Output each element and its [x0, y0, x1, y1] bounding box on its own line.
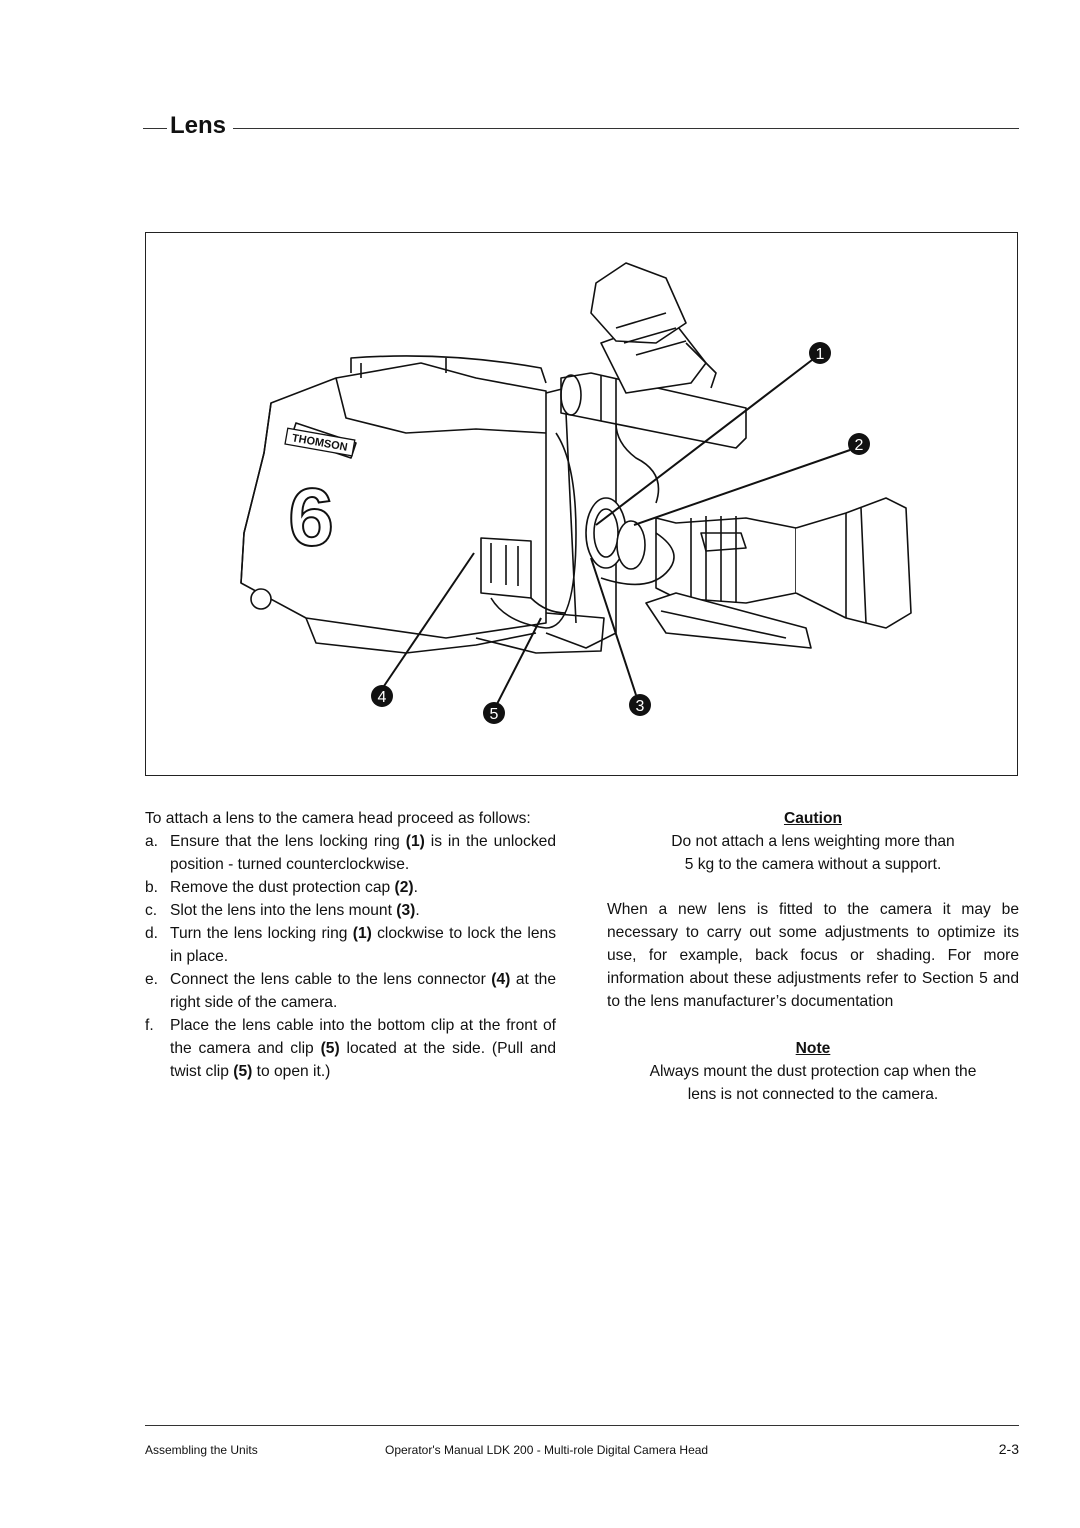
- note-line-2: lens is not connected to the camera.: [687, 1086, 939, 1103]
- callout-4: 4: [378, 689, 387, 706]
- step-label: b.: [145, 879, 159, 896]
- step-text: Turn the lens locking ring (1) clockwise…: [170, 925, 556, 965]
- section-title: Lens: [170, 112, 227, 139]
- callout-5: 5: [490, 706, 499, 723]
- camera-figure: THOMSON 6 1 2 3 4 5: [145, 232, 1018, 776]
- model-digit: 6: [288, 472, 334, 563]
- adjustments-paragraph: When a new lens is fitted to the camera …: [607, 901, 1019, 1010]
- step-label: a.: [145, 833, 159, 850]
- step-text: Slot the lens into the lens mount (3).: [170, 902, 420, 919]
- step-f: f. Place the lens cable into the bottom …: [145, 1014, 556, 1083]
- title-rule-left: [143, 128, 167, 129]
- intro-text: To attach a lens to the camera head proc…: [145, 810, 531, 827]
- caution-heading: Caution: [783, 810, 843, 827]
- step-c: c. Slot the lens into the lens mount (3)…: [145, 899, 556, 922]
- step-label: c.: [145, 902, 158, 919]
- step-a: a. Ensure that the lens locking ring (1)…: [145, 830, 556, 876]
- camera-illustration: THOMSON 6 1 2 3 4 5: [240, 262, 912, 724]
- footer-rule: [145, 1425, 1019, 1426]
- step-d: d. Turn the lens locking ring (1) clockw…: [145, 922, 556, 968]
- step-label: d.: [145, 925, 159, 942]
- notes-column: Caution Do not attach a lens weighting m…: [607, 807, 1019, 1106]
- caution-line-1: Do not attach a lens weighting more than: [671, 833, 955, 850]
- title-rule-right: [233, 128, 1019, 129]
- step-text: Ensure that the lens locking ring (1) is…: [170, 833, 556, 873]
- step-e: e. Connect the lens cable to the lens co…: [145, 968, 556, 1014]
- step-b: b. Remove the dust protection cap (2).: [145, 876, 556, 899]
- instructions-column: To attach a lens to the camera head proc…: [145, 807, 556, 1083]
- step-label: f.: [145, 1017, 154, 1034]
- note-line-1: Always mount the dust protection cap whe…: [649, 1063, 977, 1080]
- step-text: Connect the lens cable to the lens conne…: [170, 971, 556, 1011]
- callout-3: 3: [636, 698, 645, 715]
- note-heading: Note: [795, 1040, 831, 1057]
- footer-manual-title: Operator's Manual LDK 200 - Multi-role D…: [385, 1443, 709, 1457]
- footer-section: Assembling the Units: [145, 1443, 258, 1457]
- page-number: 2-3: [998, 1441, 1019, 1457]
- step-text: Remove the dust protection cap (2).: [170, 879, 418, 896]
- step-text: Place the lens cable into the bottom cli…: [170, 1017, 556, 1080]
- callout-1: 1: [816, 346, 825, 363]
- caution-line-2: 5 kg to the camera without a support.: [684, 856, 942, 873]
- step-label: e.: [145, 971, 159, 988]
- callout-2: 2: [855, 437, 864, 454]
